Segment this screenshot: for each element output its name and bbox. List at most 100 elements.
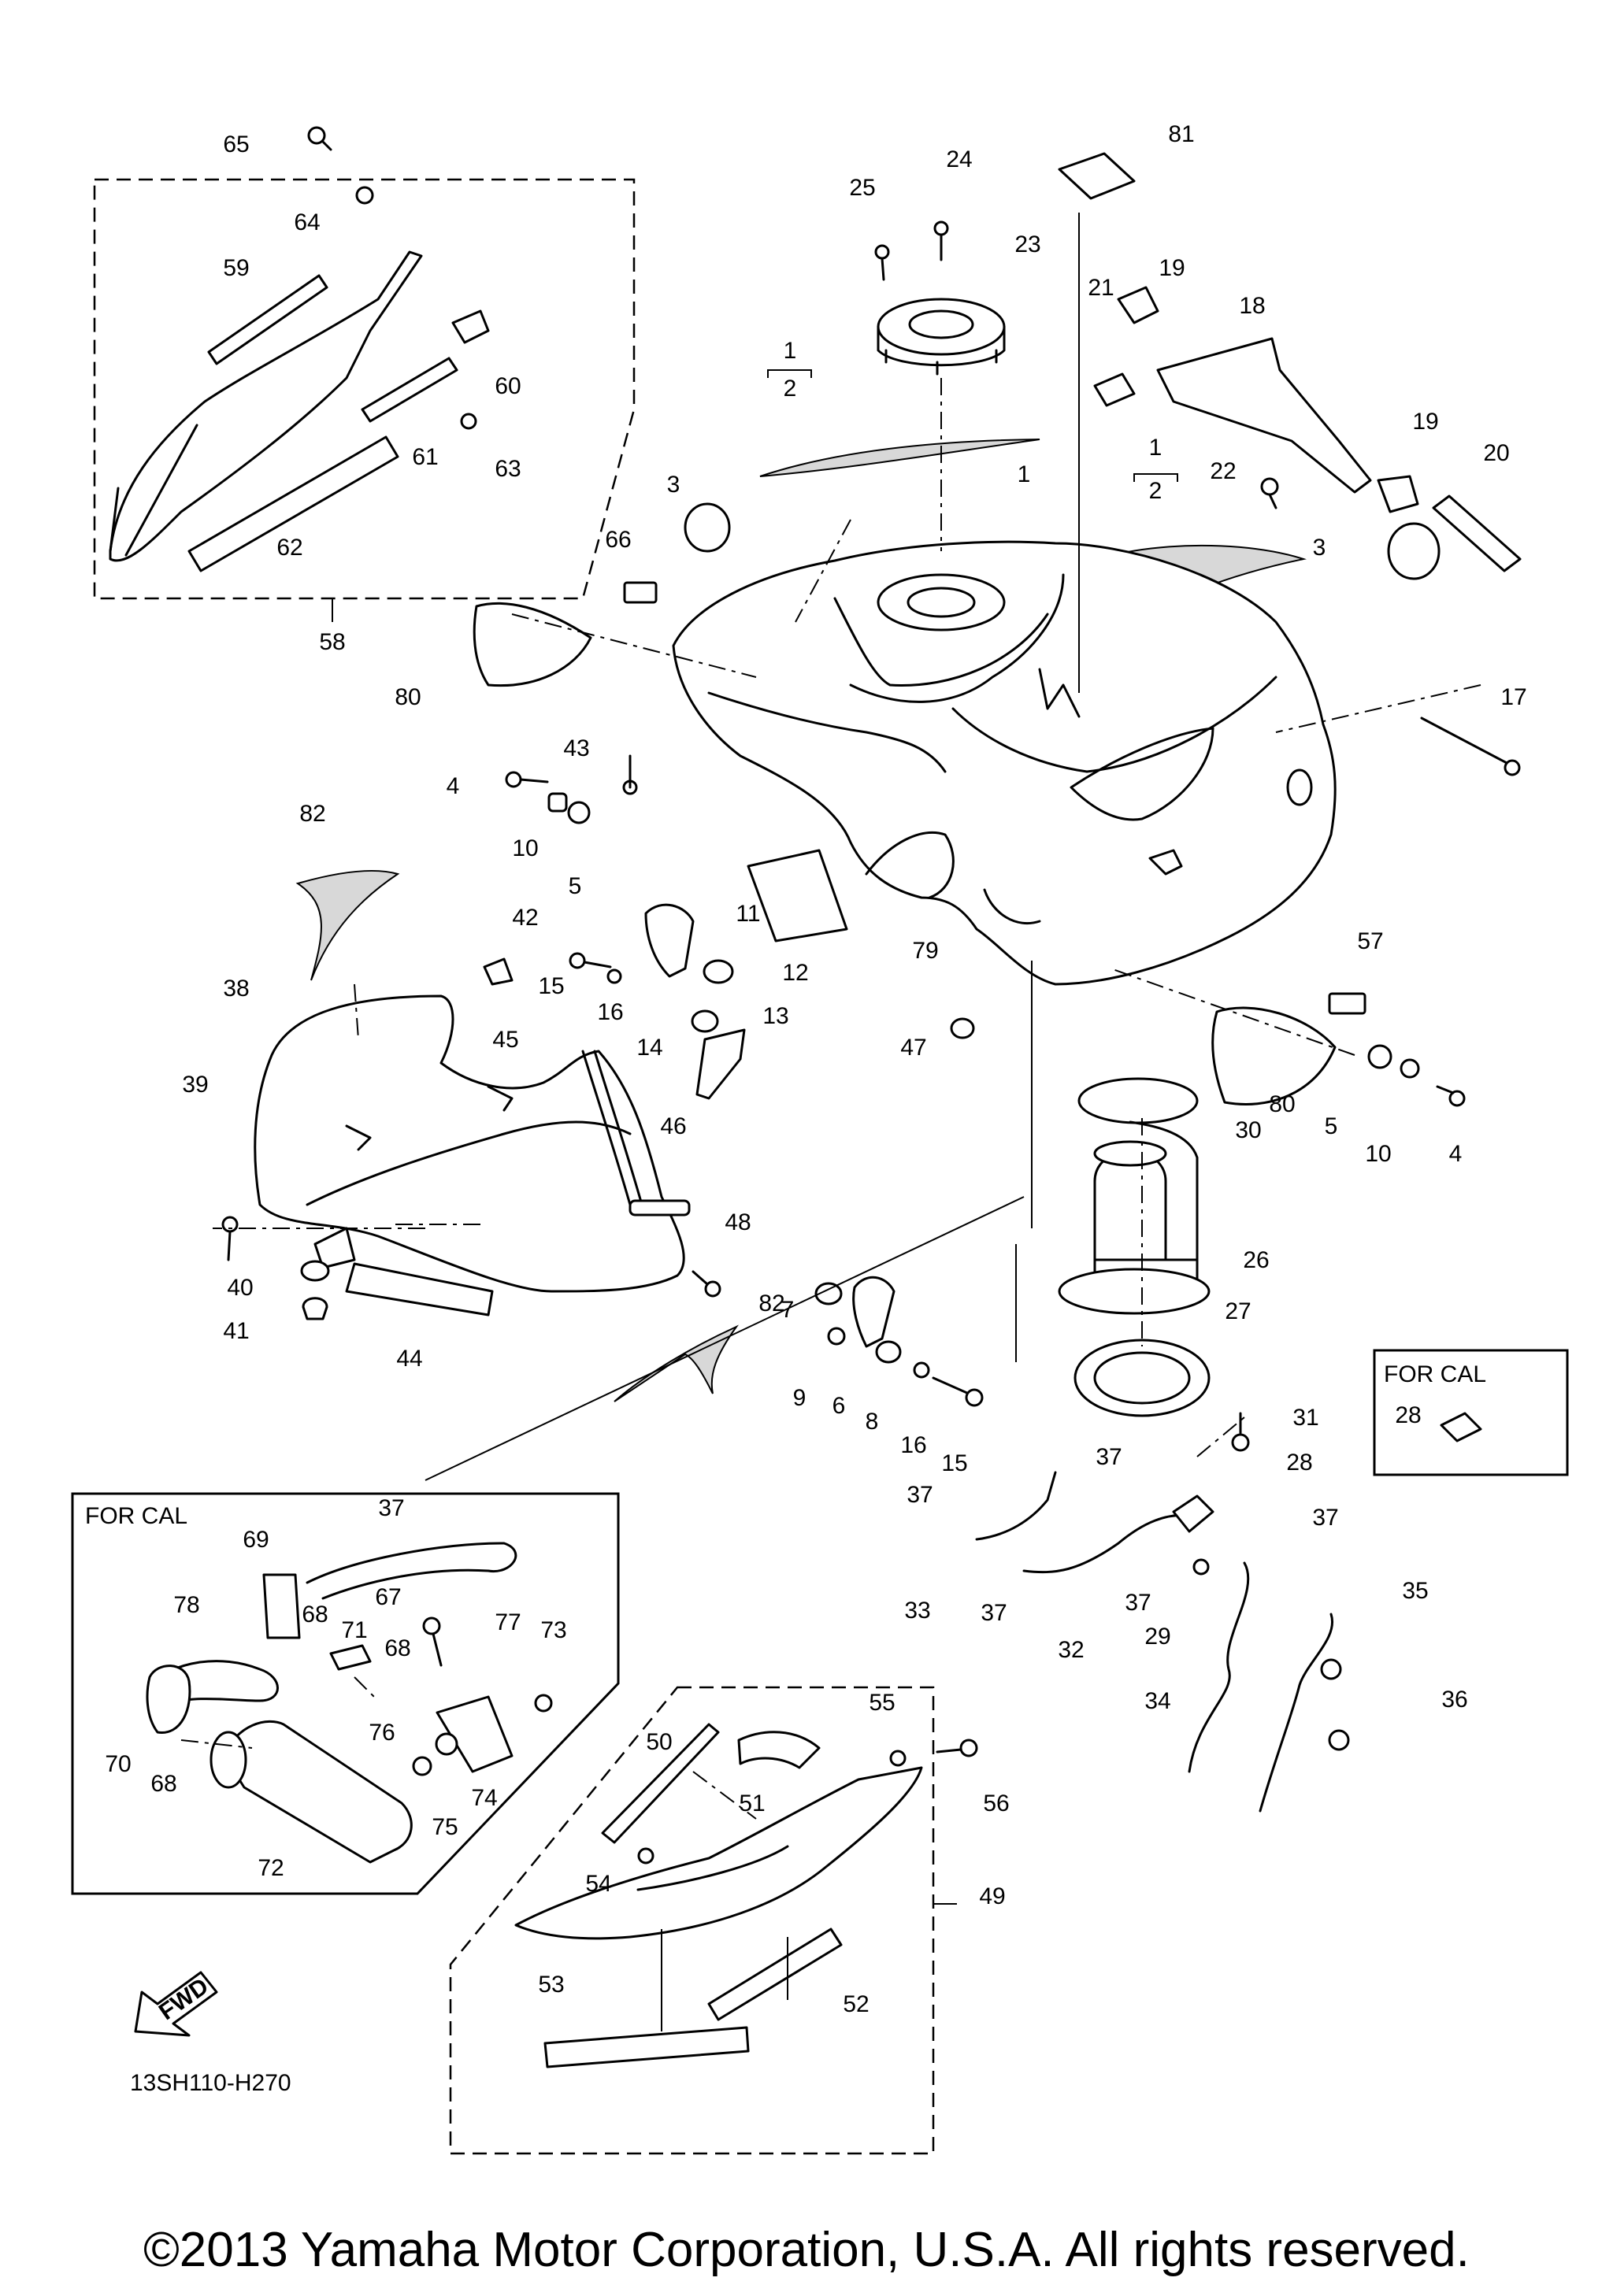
damper-44 — [345, 1262, 494, 1316]
joint-28 — [1172, 1494, 1214, 1533]
callout-c24: 24 — [946, 146, 972, 172]
callout-c80a: 80 — [395, 684, 421, 710]
cover-58-panel — [109, 250, 423, 562]
fuel-pump-26 — [1058, 1120, 1211, 1315]
callout-c3b: 3 — [1313, 535, 1326, 561]
connector-19b — [1377, 475, 1419, 513]
damper-7 — [814, 1282, 843, 1305]
connector-19a — [1117, 286, 1159, 324]
callout-c13: 13 — [762, 1003, 788, 1029]
callout-c82a: 82 — [299, 801, 325, 827]
callout-c70: 70 — [105, 1751, 131, 1777]
callout-c23: 23 — [1014, 231, 1040, 257]
callout-c11: 11 — [736, 901, 760, 927]
callout-c4b: 4 — [1449, 1141, 1463, 1167]
callout-c29: 29 — [1144, 1624, 1170, 1650]
callout-c36: 36 — [1441, 1687, 1467, 1713]
callout-c47: 47 — [900, 1035, 926, 1061]
damper-50 — [601, 1723, 720, 1844]
callout-c64: 64 — [294, 209, 320, 235]
callout-c62: 62 — [276, 535, 302, 561]
callout-c74: 74 — [471, 1785, 497, 1811]
hose-78 — [148, 1660, 279, 1710]
callout-c77: 77 — [495, 1609, 521, 1635]
bolt-17 — [1420, 717, 1521, 776]
plate-27 — [1073, 1339, 1211, 1417]
collar-75 — [412, 1756, 432, 1776]
damper-53 — [543, 2026, 750, 2068]
callout-c67: 67 — [375, 1584, 401, 1610]
filter-70 — [146, 1665, 191, 1734]
callout-c26: 26 — [1243, 1247, 1269, 1273]
o-ring-30 — [1077, 1077, 1199, 1124]
damper-8 — [875, 1340, 902, 1364]
collar-47 — [950, 1017, 975, 1039]
callout-c1b: 1 — [1018, 461, 1031, 487]
bolt-31 — [1231, 1412, 1250, 1452]
callout-c72: 72 — [258, 1855, 284, 1881]
callout-c49: 49 — [979, 1883, 1005, 1909]
damper-52 — [707, 1928, 843, 2021]
callout-c6: 6 — [832, 1393, 846, 1419]
hose-34 — [1188, 1561, 1250, 1773]
decal-82-top — [295, 869, 400, 981]
for-cal-box-joint — [1373, 1349, 1569, 1476]
callout-c44: 44 — [396, 1346, 422, 1372]
callout-c82b: 82 — [758, 1291, 784, 1316]
callout-c48: 48 — [725, 1209, 751, 1235]
damper-12 — [703, 959, 734, 984]
callout-c61: 61 — [412, 444, 438, 470]
bracket-14 — [695, 1028, 746, 1100]
callout-c25: 25 — [849, 175, 875, 201]
bolt-29 — [1192, 1558, 1210, 1576]
callout-c55: 55 — [869, 1690, 895, 1716]
callout-c22: 22 — [1210, 458, 1236, 484]
callout-c10b: 10 — [1365, 1141, 1391, 1167]
bolt-56 — [936, 1739, 978, 1757]
bolt-24 — [933, 220, 949, 261]
callout-c12: 12 — [782, 960, 808, 986]
callout-c32: 32 — [1058, 1637, 1084, 1663]
callout-c5a: 5 — [569, 873, 582, 899]
callout-c68a: 68 — [302, 1602, 328, 1628]
callout-c60: 60 — [495, 373, 521, 399]
hose-20 — [1432, 494, 1522, 572]
callout-c2b: 2 — [1149, 478, 1162, 504]
collar-41 — [302, 1297, 328, 1320]
bolt-43 — [622, 754, 638, 795]
callout-c16a: 16 — [597, 999, 623, 1025]
callout-c19b: 19 — [1412, 409, 1438, 435]
callout-c28b: 28 — [1286, 1450, 1312, 1476]
callout-c5b: 5 — [1325, 1113, 1338, 1139]
callout-c59: 59 — [223, 255, 249, 281]
callout-c1a: 1 — [784, 338, 797, 364]
bolt-22 — [1260, 477, 1279, 509]
callout-c37d: 37 — [981, 1600, 1007, 1626]
callout-c10a: 10 — [512, 835, 538, 861]
callout-c18: 18 — [1239, 293, 1265, 319]
bracket-11 — [644, 903, 695, 978]
hose-32 — [1022, 1513, 1199, 1574]
callout-c76: 76 — [369, 1720, 395, 1746]
bolt-4b — [1436, 1085, 1466, 1107]
callout-c14: 14 — [636, 1035, 662, 1061]
bolt-48 — [692, 1270, 721, 1298]
callout-c33: 33 — [904, 1598, 930, 1624]
cover-80-left — [473, 602, 592, 687]
callout-c42: 42 — [512, 905, 538, 931]
callout-c3a: 3 — [667, 472, 680, 498]
damper-79 — [747, 849, 848, 942]
callout-c45: 45 — [492, 1027, 518, 1053]
callout-c39: 39 — [182, 1072, 208, 1098]
callout-c63: 63 — [495, 456, 521, 482]
bolt-39 — [221, 1216, 239, 1261]
canister-18 — [1156, 337, 1372, 494]
bolt-65 — [307, 126, 332, 151]
callout-c41: 41 — [223, 1318, 249, 1344]
callout-c8: 8 — [866, 1409, 879, 1435]
callout-c34: 34 — [1144, 1688, 1170, 1714]
fitting-36 — [1320, 1658, 1350, 1751]
damper-13 — [691, 1009, 719, 1033]
callout-c35: 35 — [1402, 1578, 1428, 1604]
